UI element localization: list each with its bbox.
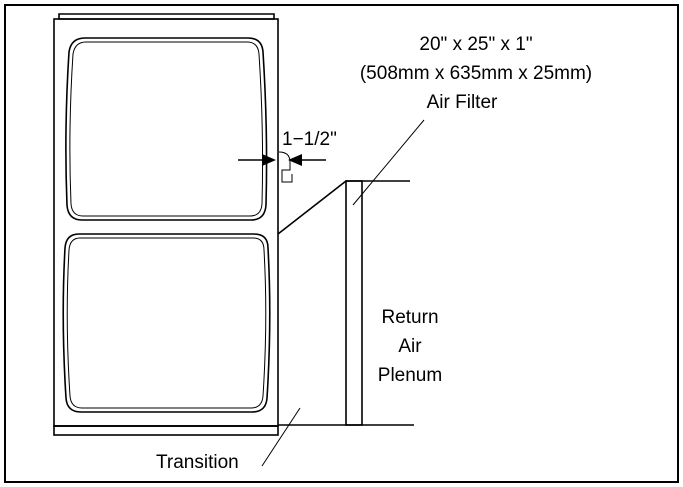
- furnace-cabinet: [53, 13, 279, 436]
- lower-door-panel: [62, 233, 271, 413]
- air-filter-slot: [345, 180, 363, 426]
- transition-leader: [261, 407, 301, 467]
- left-arrow-icon: [262, 154, 276, 166]
- air-filter-label: Air Filter: [427, 92, 498, 113]
- filter-size-metric: (508mm x 635mm x 25mm): [360, 63, 592, 84]
- return-air-line3: Plenum: [378, 365, 442, 386]
- cabinet-base: [53, 425, 279, 436]
- air-filter-leader: [352, 119, 425, 206]
- transition-label: Transition: [156, 452, 239, 473]
- return-air-line1: Return: [381, 307, 438, 328]
- lower-door-panel-inner: [66, 237, 267, 409]
- return-air-plenum: [277, 180, 414, 426]
- upper-door-panel-inner: [69, 41, 264, 217]
- cabinet-body: [53, 18, 279, 427]
- transition-duct-line: [277, 180, 347, 235]
- right-arrow-icon: [288, 154, 302, 166]
- clearance-label: 1−1/2": [282, 129, 337, 150]
- return-air-line2: Air: [398, 336, 422, 357]
- upper-door-panel: [65, 37, 268, 221]
- bracket-icon: [278, 151, 293, 183]
- diagram-border: [4, 4, 679, 483]
- filter-size-imperial: 20" x 25" x 1": [419, 34, 532, 55]
- clearance-dimension: [238, 151, 326, 183]
